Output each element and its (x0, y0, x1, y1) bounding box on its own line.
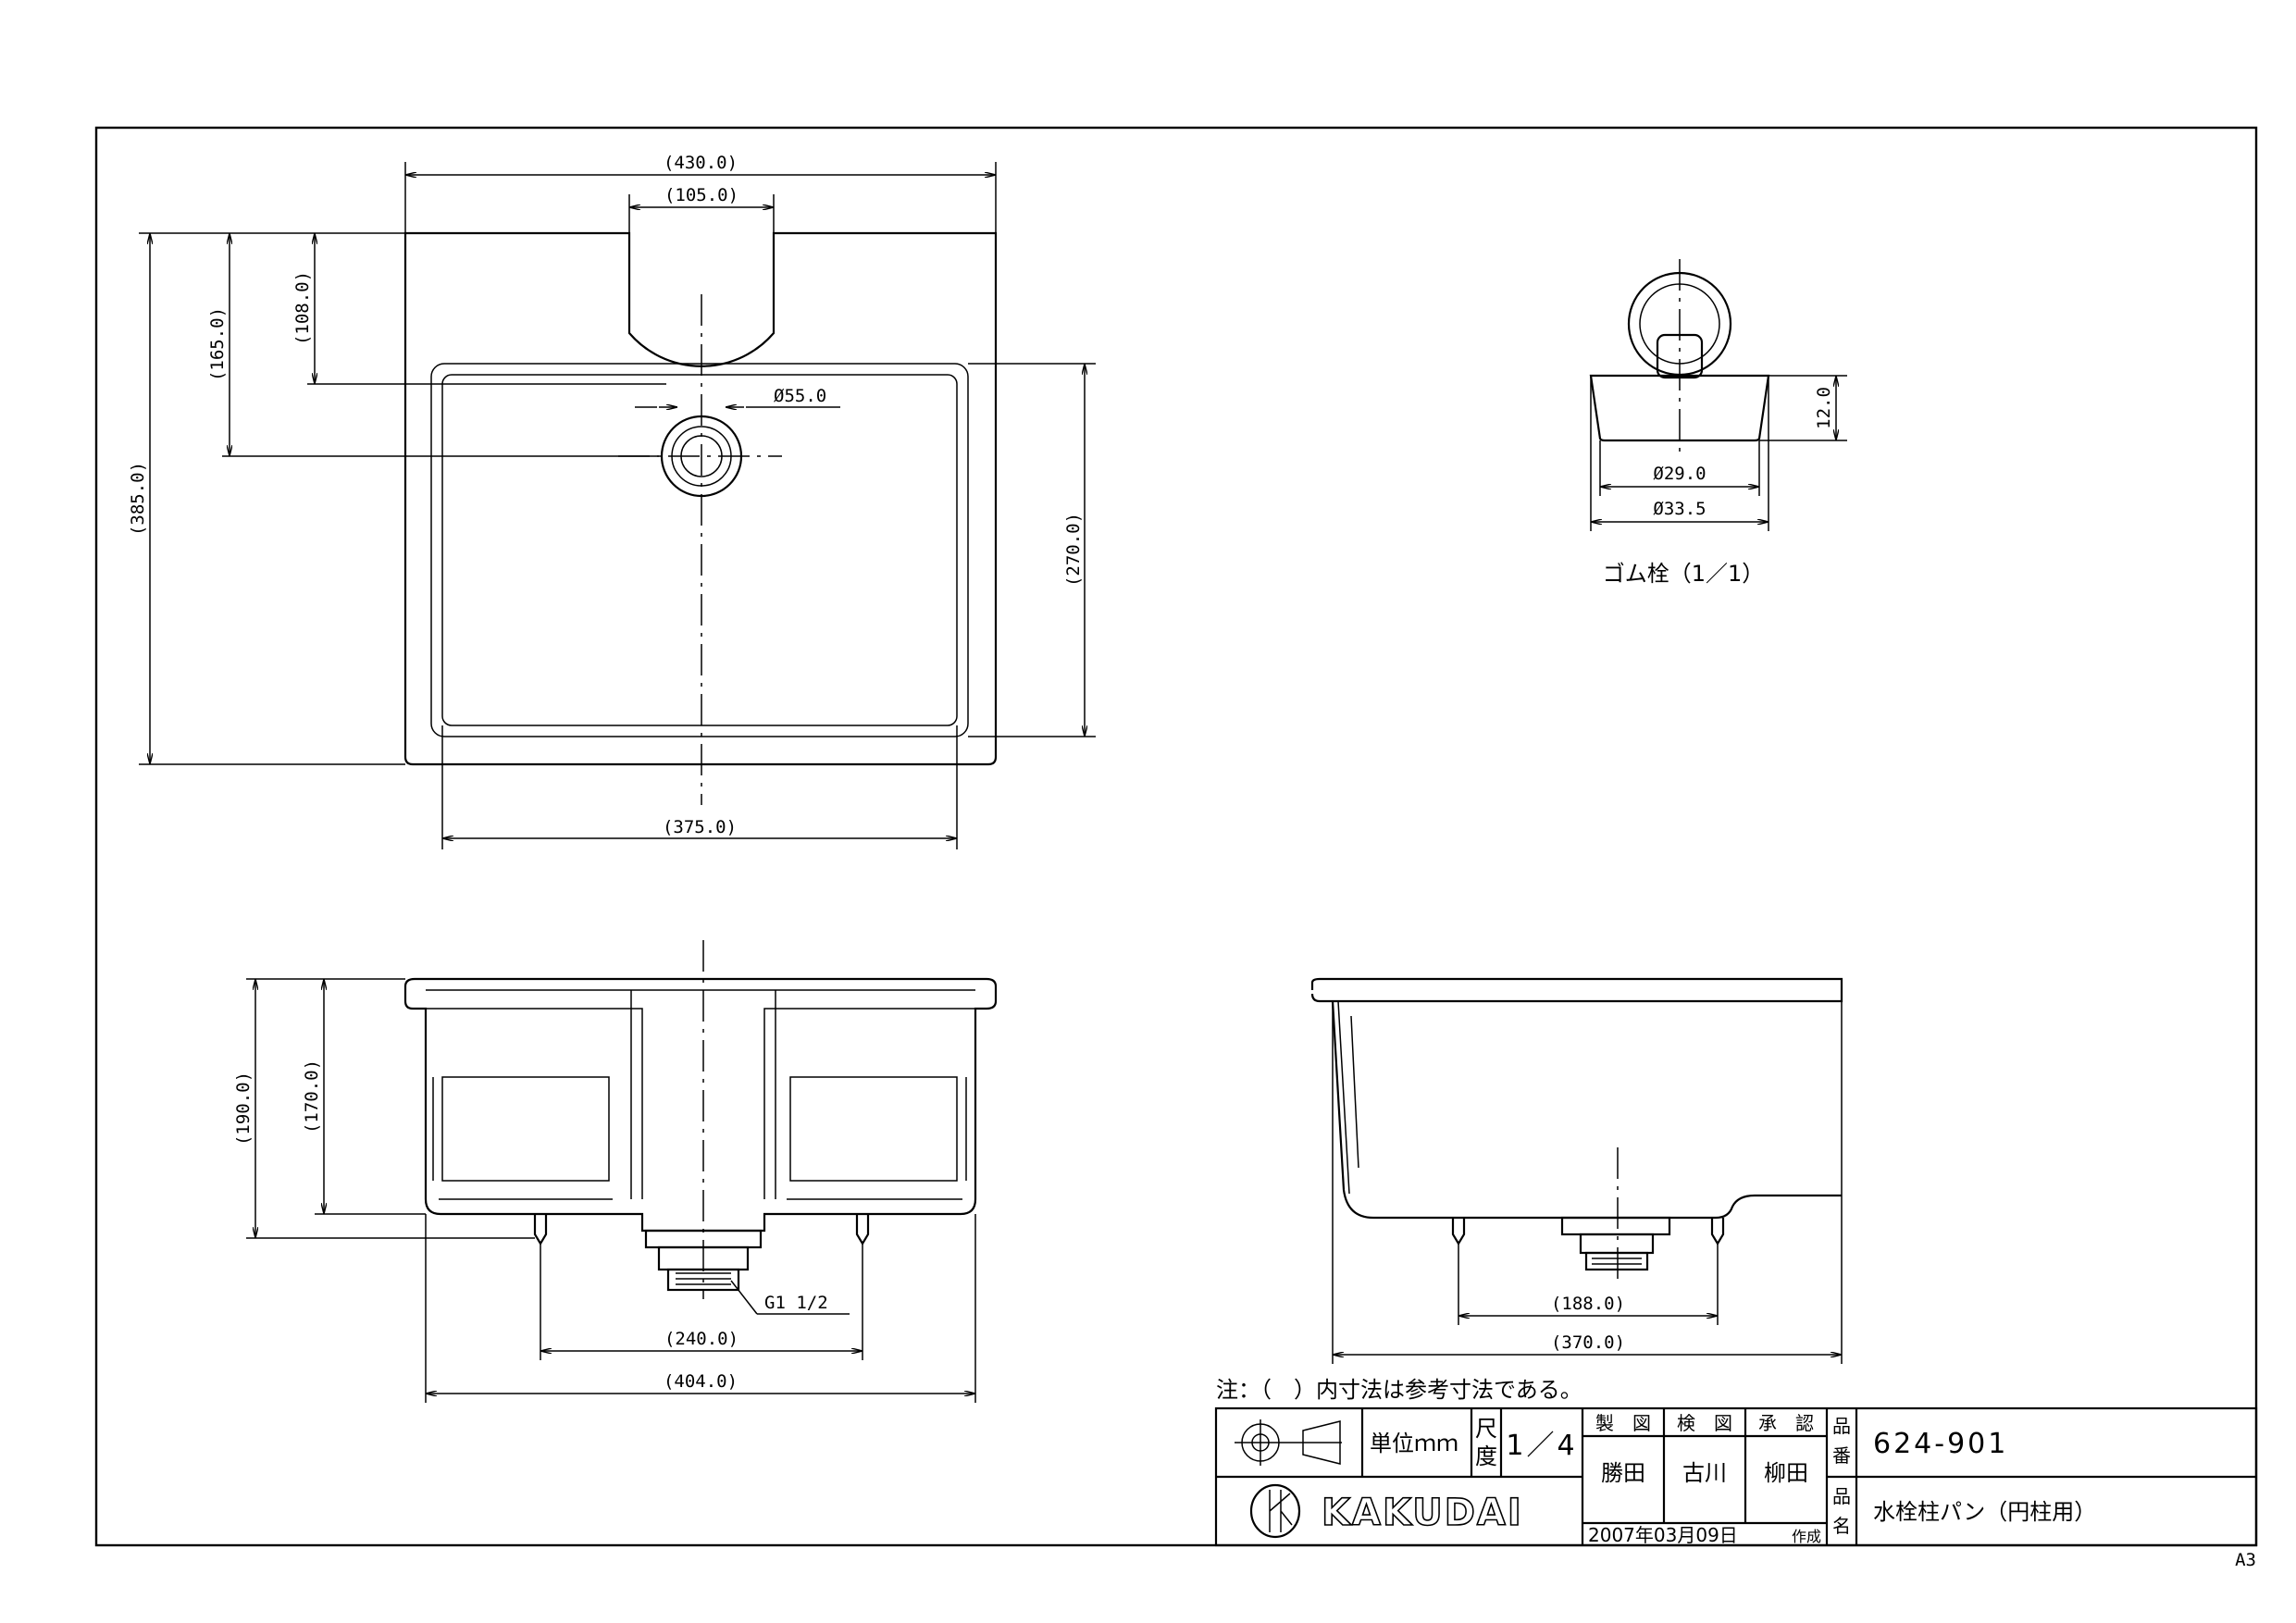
plan-view: (430.0) (105.0) (385.0) (165.0) (108.0) … (128, 153, 1096, 849)
plan-outline (403, 231, 998, 766)
dim-drain-dia: Ø55.0 (774, 386, 826, 406)
approved-by-name: 柳田 (1764, 1460, 1808, 1486)
created-label: 作成 (1792, 1528, 1821, 1545)
dim-leg-span: (240.0) (664, 1329, 738, 1349)
scale-label-2: 度 (1475, 1443, 1497, 1469)
part-number: 624-901 (1873, 1428, 2008, 1460)
side-drain-fitting-3 (1584, 1251, 1649, 1271)
plan-rim-outer (430, 363, 969, 737)
side-rim (1310, 977, 1843, 1003)
brand-name: KAKUDAI (1322, 1492, 1523, 1534)
part-name-label-1: 品 (1832, 1485, 1851, 1507)
dim-side-length: (370.0) (1551, 1332, 1625, 1353)
checked-by-label: 検 図 (1677, 1412, 1732, 1434)
side-leg-right (1710, 1218, 1725, 1246)
dim-drain-offset: (165.0) (207, 307, 228, 381)
checked-by-name: 古川 (1682, 1460, 1727, 1486)
dim-side-leg-span: (188.0) (1551, 1294, 1625, 1314)
dim-overall-width: (430.0) (664, 153, 738, 173)
front-outline (403, 977, 998, 1233)
third-angle-projection-icon (1235, 1419, 1342, 1466)
scale-label-1: 尺 (1475, 1416, 1497, 1442)
kakudai-logo: KAKUDAI (1249, 1483, 1523, 1539)
front-leg-left (533, 1214, 548, 1246)
thread-label: G1 1/2 (764, 1293, 828, 1313)
dim-slot-depth: (108.0) (292, 271, 313, 345)
dim-inner-height: (170.0) (302, 1059, 322, 1134)
part-name-label-2: 名 (1832, 1515, 1851, 1537)
dim-plug-top-dia: Ø33.5 (1653, 499, 1706, 519)
front-inner-right (763, 1008, 975, 1199)
drawn-by-label: 製 図 (1595, 1412, 1651, 1434)
plan-rim-inner (441, 374, 958, 726)
part-no-label-2: 番 (1832, 1444, 1851, 1467)
front-panel-left (441, 1076, 610, 1182)
scale-value: 1／4 (1506, 1430, 1577, 1462)
part-no-label-1: 品 (1832, 1415, 1851, 1437)
front-panel-right (789, 1076, 958, 1182)
side-drain-fitting-1 (1560, 1216, 1671, 1236)
drawn-by-name: 勝田 (1601, 1460, 1645, 1486)
part-name: 水栓柱パン（円柱用） (1873, 1499, 2096, 1525)
dim-overall-depth: (385.0) (128, 462, 148, 536)
dim-inner-width: (375.0) (663, 817, 737, 837)
plug-caption: ゴム栓（1／1） (1603, 561, 1765, 587)
side-drain-fitting-2 (1579, 1233, 1655, 1255)
drawing-date: 2007年03月09日 (1588, 1524, 1738, 1546)
front-view: G1 1/2 (190.0) (170.0) (240.0) (404.0) (233, 940, 998, 1403)
dim-overall-height: (190.0) (233, 1072, 254, 1146)
dim-plug-bottom-dia: Ø29.0 (1653, 464, 1706, 484)
reference-note: 注：（ ）内寸法は参考寸法である。 (1216, 1377, 1582, 1403)
dim-slot-width: (105.0) (664, 185, 738, 205)
front-inner-left (426, 1008, 643, 1199)
side-leg-left (1451, 1218, 1466, 1246)
side-body (1331, 1000, 1842, 1220)
dim-base-width: (404.0) (664, 1371, 738, 1392)
dim-inner-depth: (270.0) (1063, 513, 1084, 587)
approved-by-label: 承 認 (1758, 1412, 1814, 1434)
title-block: 単位ｍｍ 尺 度 1／4 製 図 検 図 承 認 勝田 古川 柳田 2007年0… (1214, 1406, 2258, 1547)
sheet-size: A3 (2235, 1550, 2256, 1570)
plug-body (1589, 374, 1770, 442)
unit-label: 単位ｍｍ (1370, 1431, 1458, 1456)
drawing-frame (94, 126, 2258, 1547)
front-leg-right (855, 1214, 870, 1246)
dim-plug-height: 12.0 (1814, 387, 1834, 429)
plug-detail: 12.0 Ø29.0 Ø33.5 ゴム栓（1／1） (1589, 259, 1847, 587)
side-view: (188.0) (370.0) (1310, 977, 1843, 1364)
